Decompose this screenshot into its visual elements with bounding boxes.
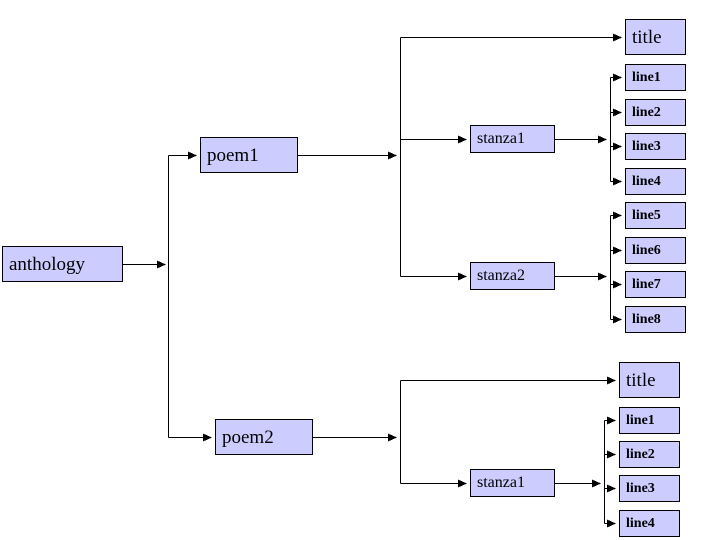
node-line-label: line7 <box>632 276 661 292</box>
node-poem1-stanza2-line7: line7 <box>625 271 686 298</box>
node-poem2: poem2 <box>215 419 313 455</box>
node-line-label: line5 <box>632 207 661 223</box>
node-line-label: line4 <box>632 173 661 189</box>
node-line-label: line1 <box>626 412 655 428</box>
node-poem2-stanza1: stanza1 <box>470 469 555 497</box>
node-poem2-stanza1-line4: line4 <box>619 510 680 537</box>
node-poem1-stanza2: stanza2 <box>470 262 555 290</box>
node-poem1-stanza1-line2: line2 <box>625 99 686 126</box>
node-poem1-label: poem1 <box>207 144 259 166</box>
node-poem2-stanza1-label: stanza1 <box>477 474 525 491</box>
node-line-label: line1 <box>632 69 661 85</box>
node-line-label: line8 <box>632 311 661 327</box>
node-poem1-stanza1-label: stanza1 <box>477 130 525 147</box>
node-poem2-stanza1-line2: line2 <box>619 441 680 468</box>
node-line-label: line3 <box>626 480 655 496</box>
node-poem1-stanza2-line8: line8 <box>625 306 686 333</box>
node-poem1-title-label: title <box>632 26 662 48</box>
node-anthology-label: anthology <box>9 253 85 275</box>
node-poem1-title: title <box>625 19 686 55</box>
node-poem1-stanza2-line5: line5 <box>625 202 686 229</box>
node-line-label: line3 <box>632 138 661 154</box>
node-poem1-stanza1-line4: line4 <box>625 168 686 195</box>
node-poem2-title-label: title <box>626 369 656 391</box>
node-poem2-stanza1-line1: line1 <box>619 407 680 434</box>
node-poem1-stanza1-line3: line3 <box>625 133 686 160</box>
node-poem2-label: poem2 <box>222 426 274 448</box>
node-line-label: line4 <box>626 515 655 531</box>
node-line-label: line2 <box>632 104 661 120</box>
node-poem2-stanza1-line3: line3 <box>619 475 680 502</box>
node-poem1: poem1 <box>200 137 298 173</box>
node-line-label: line6 <box>632 242 661 258</box>
node-poem1-stanza2-label: stanza2 <box>477 267 525 284</box>
node-poem1-stanza2-line6: line6 <box>625 237 686 264</box>
node-poem2-title: title <box>619 362 680 398</box>
node-poem1-stanza1-line1: line1 <box>625 64 686 91</box>
node-anthology: anthology <box>2 246 123 282</box>
node-line-label: line2 <box>626 446 655 462</box>
node-poem1-stanza1: stanza1 <box>470 125 555 153</box>
